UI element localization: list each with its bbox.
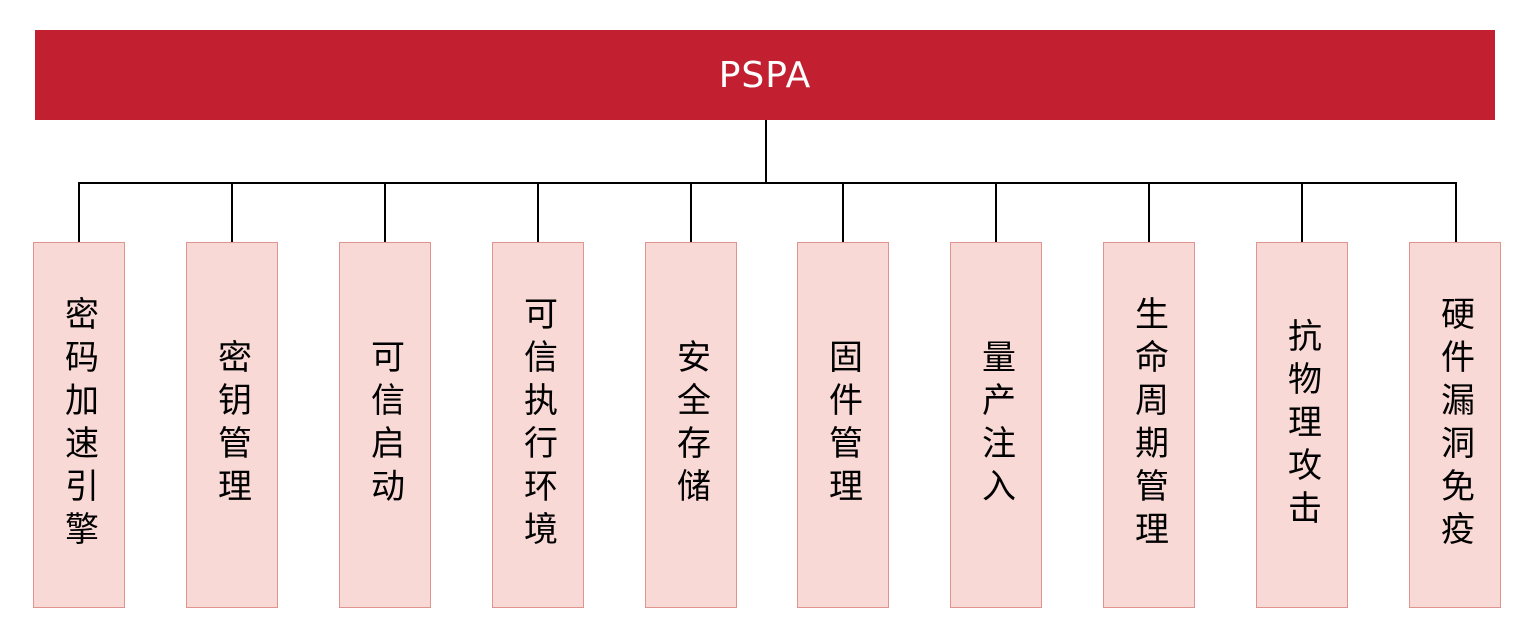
node-label: 安全存储 xyxy=(670,339,711,511)
node-crypto-acceleration-engine: 密码加速引擎 xyxy=(33,242,125,608)
node-label: 密码加速引擎 xyxy=(58,296,99,554)
node-trusted-execution-environment: 可信执行环境 xyxy=(492,242,584,608)
root-node-label: PSPA xyxy=(718,54,812,96)
connector-drop-9 xyxy=(1301,183,1303,242)
connector-drop-5 xyxy=(690,183,692,242)
connector-drop-8 xyxy=(1148,183,1150,242)
node-label: 固件管理 xyxy=(822,339,863,511)
node-label: 生命周期管理 xyxy=(1128,296,1169,554)
node-hardware-vulnerability-immunity: 硬件漏洞免疫 xyxy=(1409,242,1501,608)
node-label: 可信执行环境 xyxy=(517,296,558,554)
connector-drop-10 xyxy=(1455,183,1457,242)
connector-drop-1 xyxy=(78,183,80,242)
node-label: 抗物理攻击 xyxy=(1281,317,1322,533)
node-label: 可信启动 xyxy=(364,339,405,511)
node-label: 硬件漏洞免疫 xyxy=(1434,296,1475,554)
root-node-pspa: PSPA xyxy=(35,30,1495,120)
connector-drop-4 xyxy=(537,183,539,242)
node-secure-storage: 安全存储 xyxy=(645,242,737,608)
node-lifecycle-management: 生命周期管理 xyxy=(1103,242,1195,608)
node-label: 量产注入 xyxy=(975,339,1016,511)
connector-drop-6 xyxy=(842,183,844,242)
connector-stem xyxy=(765,120,767,183)
node-firmware-management: 固件管理 xyxy=(797,242,889,608)
node-trusted-boot: 可信启动 xyxy=(339,242,431,608)
connector-drop-7 xyxy=(995,183,997,242)
node-label: 密钥管理 xyxy=(211,339,252,511)
node-key-management: 密钥管理 xyxy=(186,242,278,608)
connector-drop-2 xyxy=(231,183,233,242)
node-anti-physical-attack: 抗物理攻击 xyxy=(1256,242,1348,608)
node-mass-production-injection: 量产注入 xyxy=(950,242,1042,608)
connector-drop-3 xyxy=(384,183,386,242)
connector-horizontal xyxy=(78,182,1457,184)
